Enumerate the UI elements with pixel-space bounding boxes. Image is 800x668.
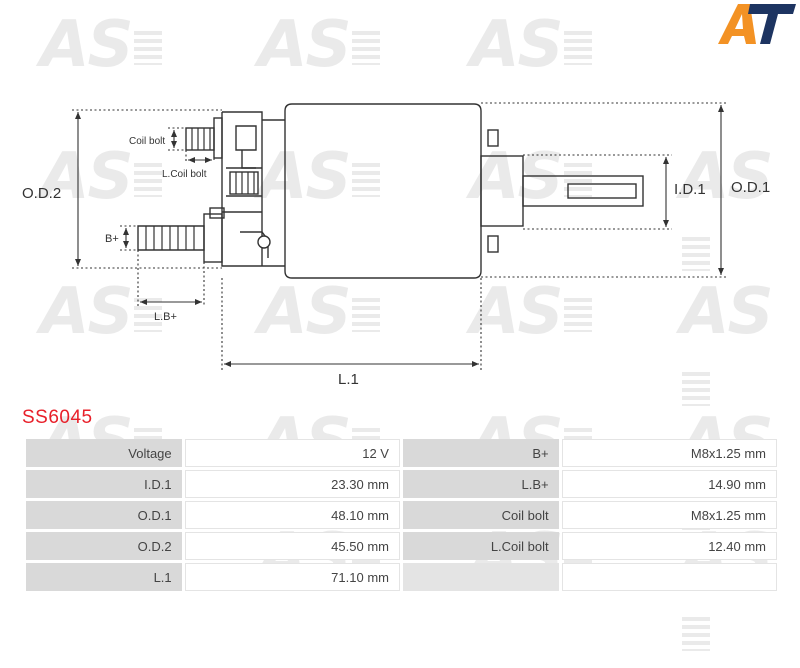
b-terminal-nut [203, 213, 223, 263]
spec-table: Voltage 12 V B+ M8x1.25 mm I.D.1 23.30 m… [23, 436, 780, 594]
logo-text: AT [716, 2, 718, 3]
table-row: L.1 71.10 mm [26, 563, 777, 591]
spec-label: O.D.2 [26, 532, 182, 560]
spec-value [561, 563, 777, 591]
spec-label: B+ [402, 439, 559, 467]
spec-label: L.B+ [402, 470, 559, 498]
table-row: O.D.1 48.10 mm Coil bolt M8x1.25 mm [26, 501, 777, 529]
spec-label: L.Coil bolt [402, 532, 559, 560]
solenoid-body [284, 103, 482, 279]
b-terminal-thread [137, 225, 205, 251]
spec-value: 12 V [184, 439, 400, 467]
table-row: I.D.1 23.30 mm L.B+ 14.90 mm [26, 470, 777, 498]
part-code: SS6045 [22, 407, 93, 428]
table-row: Voltage 12 V B+ M8x1.25 mm [26, 439, 777, 467]
coil-bolt-label: Coil bolt [129, 136, 165, 147]
l-coil-bolt-label: L.Coil bolt [162, 169, 207, 180]
spec-value: 14.90 mm [561, 470, 777, 498]
spec-label: I.D.1 [26, 470, 182, 498]
solenoid-technical-drawing: O.D.2 O.D.1 I.D.1 L.1 B+ L.B+ Coil bolt … [22, 102, 770, 388]
od2-label: O.D.2 [22, 185, 61, 202]
id1-label: I.D.1 [674, 181, 706, 198]
od1-label: O.D.1 [731, 179, 770, 196]
spec-label: O.D.1 [26, 501, 182, 529]
table-row: O.D.2 45.50 mm L.Coil bolt 12.40 mm [26, 532, 777, 560]
spec-value: 71.10 mm [184, 563, 400, 591]
spec-value: 23.30 mm [184, 470, 400, 498]
lb-plus-label: L.B+ [154, 311, 177, 323]
logo-letter-a [718, 4, 756, 44]
spec-label: Coil bolt [402, 501, 559, 529]
spec-value: 45.50 mm [184, 532, 400, 560]
spec-label: Voltage [26, 439, 182, 467]
b-plus-label: B+ [105, 233, 119, 245]
brand-logo: AT [716, 2, 796, 44]
plunger-rod [522, 175, 644, 207]
spec-label: L.1 [26, 563, 182, 591]
spec-value: M8x1.25 mm [561, 501, 777, 529]
plunger-flange [480, 155, 524, 227]
spec-value: M8x1.25 mm [561, 439, 777, 467]
l1-label: L.1 [338, 371, 359, 388]
spec-label [402, 563, 559, 591]
spec-value: 48.10 mm [184, 501, 400, 529]
spec-value: 12.40 mm [561, 532, 777, 560]
logo-letter-t [748, 4, 796, 44]
